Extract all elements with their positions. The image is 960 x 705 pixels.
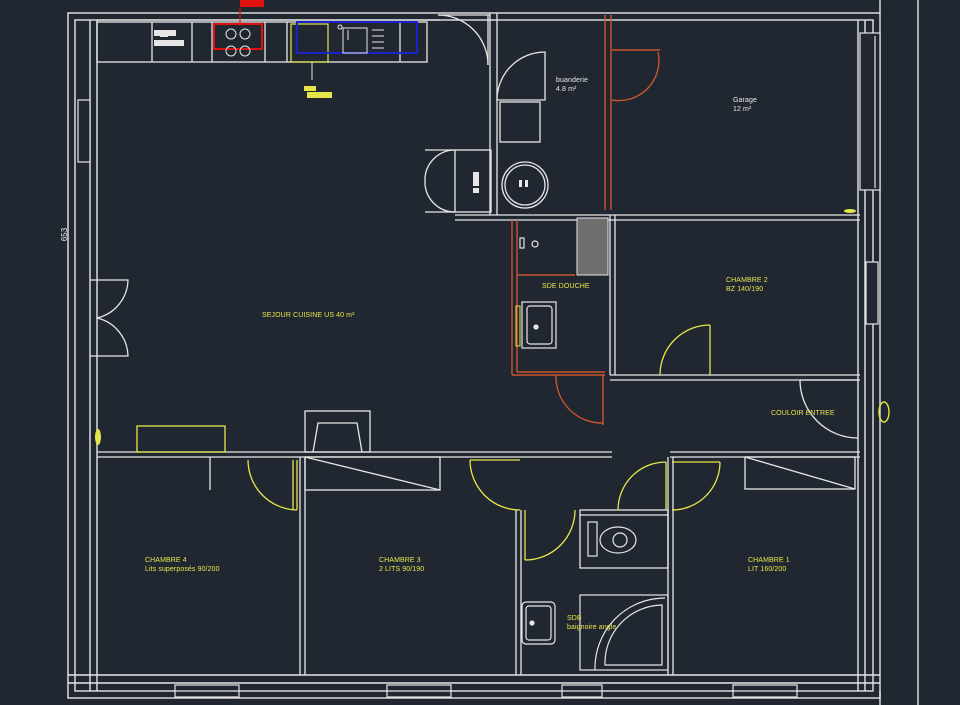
shower-tray [576,217,609,276]
kitchen-counter [96,19,440,63]
washer-icon [473,172,528,193]
stove-icon [213,0,264,57]
room-label-sde: SDE DOUCHE [542,283,590,290]
buanderie-fixtures [424,14,549,213]
fridge-icon [290,23,332,98]
switch-icon [95,429,101,445]
room-label-sejour: SEJOUR CUISINE US 40 m² [262,312,355,319]
room-label-chambre-1: CHAMBRE 1 LIT 160/200 [748,557,790,573]
corner-bath-icon [521,594,669,671]
dimension-label: 653 [60,227,70,242]
room-label-chambre-3: CHAMBRE 3 2 LITS 90/190 [379,557,425,573]
light-point-icon [844,209,856,213]
windows [77,32,881,698]
room-label-sdb: SDB baignoire angle [567,615,617,631]
wc-icon [587,521,637,557]
sde-walls [511,15,660,425]
towel-rail [515,305,521,347]
room-label-chambre-2: CHAMBRE 2 BZ 140/190 [726,277,768,293]
room-label-couloir: COULOIR ENTREE [771,410,835,417]
entrance-door [90,279,859,453]
room-label-chambre-4: CHAMBRE 4 Lits superposés 90/200 [145,557,220,573]
doors [136,324,721,561]
sde-sink-icon [519,237,557,349]
room-label-garage: Garage 12 m² [733,97,757,113]
doorbell-icon [878,401,890,423]
sink-icon [296,21,418,54]
room-label-buanderie: buanderie 4.8 m² [556,77,589,93]
dishwasher-icon [154,30,184,46]
exterior-walls [67,0,919,705]
